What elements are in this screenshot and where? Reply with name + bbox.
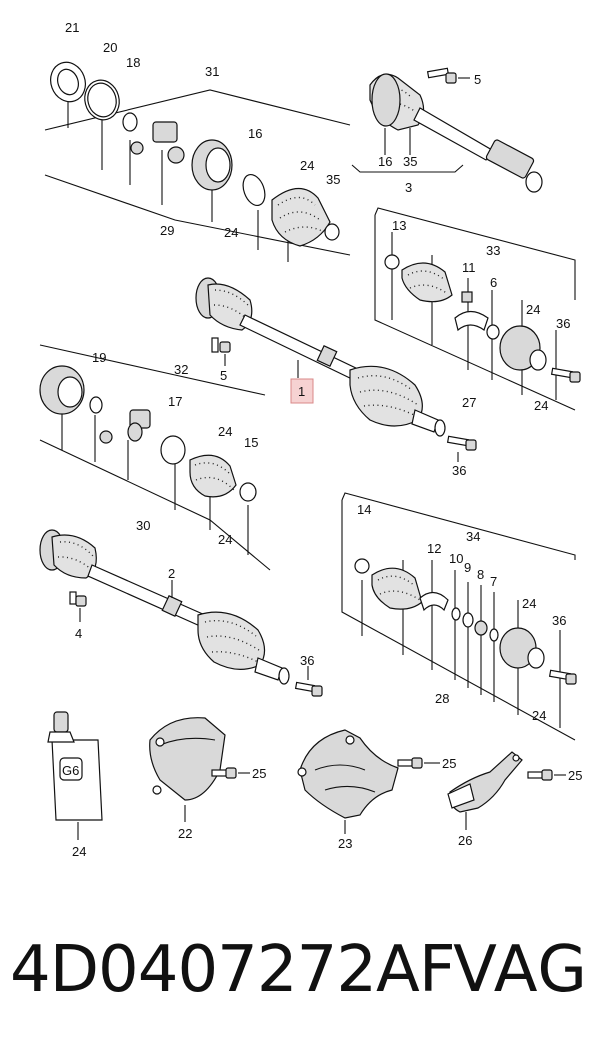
callout-33: 33 <box>486 243 500 258</box>
callout-36: 36 <box>552 613 566 628</box>
callout-26: 26 <box>458 833 472 848</box>
callout-13: 13 <box>392 218 406 233</box>
callout-24: 24 <box>300 158 314 173</box>
callout-22: 22 <box>178 826 192 841</box>
callout-30: 30 <box>136 518 150 533</box>
callout-24: 24 <box>522 596 536 611</box>
group-33-27: 13 11 6 33 24 36 27 24 <box>374 207 581 413</box>
callout-25: 25 <box>442 756 456 771</box>
callout-24: 24 <box>526 302 540 317</box>
callout-23: 23 <box>338 836 352 851</box>
callout-5: 5 <box>474 72 481 87</box>
callout-18: 18 <box>126 55 140 70</box>
drive-shaft-1: 5 1 36 <box>195 277 477 478</box>
callout-25: 25 <box>568 768 582 783</box>
callout-36: 36 <box>300 653 314 668</box>
callout-24: 24 <box>72 844 86 859</box>
callout-16: 16 <box>378 154 392 169</box>
callout-25: 25 <box>252 766 266 781</box>
callout-35: 35 <box>326 172 340 187</box>
tube-label: G6 <box>62 763 79 778</box>
callout-3: 3 <box>405 180 412 195</box>
callout-17: 17 <box>168 394 182 409</box>
drive-shaft-2: 2 4 36 <box>39 529 323 697</box>
callout-7: 7 <box>490 574 497 589</box>
callout-10: 10 <box>449 551 463 566</box>
callout-32: 32 <box>174 362 188 377</box>
callout-2: 2 <box>168 566 175 581</box>
callout-24: 24 <box>218 532 232 547</box>
part-number: 4D0407272AF <box>10 933 456 1007</box>
callout-34: 34 <box>466 529 480 544</box>
callout-29: 29 <box>160 223 174 238</box>
callout-5: 5 <box>220 368 227 383</box>
bottom-parts: G6 24 25 22 25 23 25 26 <box>47 711 582 859</box>
callout-1: 1 <box>298 384 305 399</box>
callout-24: 24 <box>532 708 546 723</box>
group-34-28: 14 12 10 9 8 7 34 24 36 28 24 <box>341 492 577 741</box>
callout-6: 6 <box>490 275 497 290</box>
callout-8: 8 <box>477 567 484 582</box>
callout-24: 24 <box>224 225 238 240</box>
group-31-29: 21 20 18 31 16 24 35 29 24 <box>44 20 351 262</box>
group-32-30: 19 32 17 24 15 30 24 <box>39 344 271 571</box>
callout-35: 35 <box>403 154 417 169</box>
callout-14: 14 <box>357 502 371 517</box>
callout-36: 36 <box>452 463 466 478</box>
footer: 4D0407272AF VAG <box>0 920 600 1020</box>
callout-31: 31 <box>205 64 219 79</box>
callout-9: 9 <box>464 560 471 575</box>
callout-24: 24 <box>218 424 232 439</box>
callout-16: 16 <box>248 126 262 141</box>
callout-28: 28 <box>435 691 449 706</box>
callout-36: 36 <box>556 316 570 331</box>
callout-20: 20 <box>103 40 117 55</box>
callout-19: 19 <box>92 350 106 365</box>
callout-11: 11 <box>462 260 476 275</box>
exploded-parts-diagram: 21 20 18 31 16 24 35 29 24 5 16 35 3 <box>39 20 582 859</box>
callout-4: 4 <box>75 626 82 641</box>
highlight-box <box>290 378 314 404</box>
callout-15: 15 <box>244 435 258 450</box>
callout-12: 12 <box>427 541 441 556</box>
callout-27: 27 <box>462 395 476 410</box>
callout-24: 24 <box>534 398 548 413</box>
group-3: 5 16 35 3 <box>351 67 543 195</box>
brand-name: VAG <box>453 933 588 1007</box>
callout-21: 21 <box>65 20 79 35</box>
